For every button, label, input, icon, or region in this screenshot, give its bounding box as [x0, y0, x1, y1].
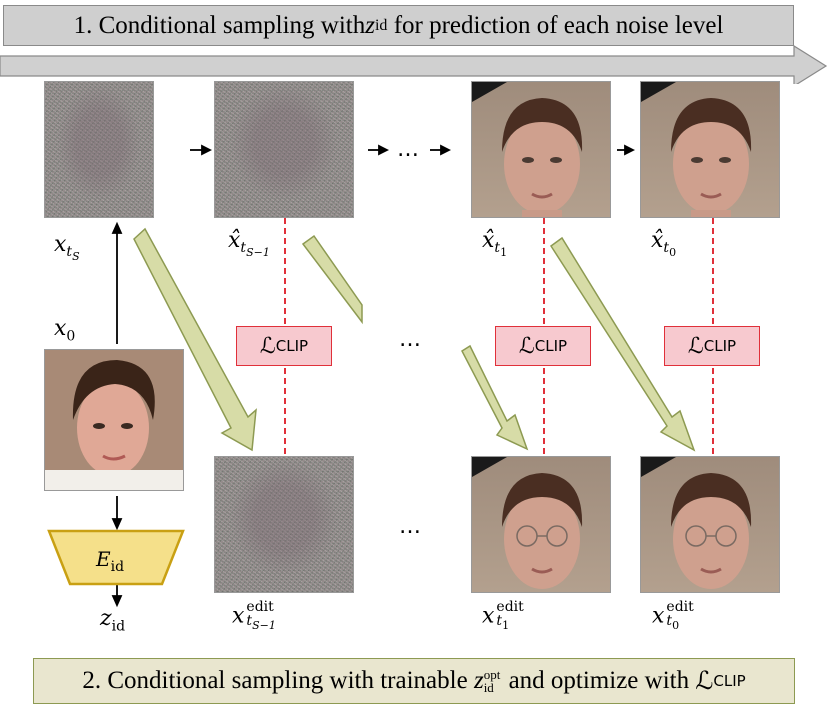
label-xedit-t0-sub: t — [666, 613, 673, 629]
image-noisy-xhat-tS1 — [214, 81, 354, 218]
label-xedit-t0: x edit t0 — [652, 600, 694, 633]
ellipsis-row2: … — [399, 327, 421, 352]
diag-arrow-2 — [301, 234, 363, 325]
label-xhat-t0-subsub: 0 — [669, 246, 677, 260]
label-x-tS-sub: t — [66, 244, 73, 261]
label-x0: x0 — [54, 316, 75, 344]
clip-loss-2-base: ℒ — [518, 333, 535, 359]
banner-bottom: 2. Conditional sampling with trainable z… — [33, 658, 795, 704]
label-xedit-t1: x edit t1 — [482, 600, 524, 633]
label-xedit-t0-base: x — [652, 603, 665, 629]
clip-loss-1-sub: CLIP — [275, 337, 309, 355]
encoder-shape — [47, 529, 185, 586]
face-xhat-t1-drawing — [472, 82, 583, 217]
banner-top-var: z — [365, 11, 375, 39]
progress-arrow — [0, 44, 828, 84]
face-xedit-t1-drawing — [472, 457, 583, 589]
encoder-label-base: E — [96, 547, 111, 571]
image-face-xedit-t0 — [640, 456, 780, 593]
banner-top-post: for prediction of each noise level — [387, 11, 724, 39]
diag-arrow-4 — [549, 236, 696, 452]
label-xedit-t1-base: x — [482, 603, 495, 629]
banner-bottom-loss-sub: CLIP — [713, 672, 746, 690]
label-xhat-tS1: x̂tS−1 — [228, 228, 270, 259]
banner-bottom-loss: ℒ — [695, 668, 714, 695]
label-xhat-t0: x̂t0 — [651, 228, 676, 259]
banner-bottom-var-sup: opt — [483, 667, 501, 682]
label-z-id: zid — [100, 606, 125, 634]
image-noisy-xtS — [44, 81, 154, 218]
label-xedit-t1-subsub: 1 — [502, 618, 510, 632]
image-face-xhat-t0 — [640, 81, 780, 218]
label-xedit-tS1: x edit tS−1 — [232, 600, 276, 633]
image-face-xedit-t1 — [471, 456, 611, 593]
label-x-tS: xtS — [54, 232, 80, 263]
encoder-label: Eid — [96, 547, 124, 575]
label-x0-base: x — [54, 316, 67, 341]
label-x-tS-subsub: S — [72, 250, 80, 264]
banner-bottom-pre: 2. Conditional sampling with trainable — [82, 667, 474, 694]
label-xhat-tS1-sub: t — [240, 240, 247, 257]
label-xedit-tS1-subsub: S−1 — [252, 618, 276, 632]
label-xhat-t1-sub: t — [494, 240, 501, 257]
label-x-tS-base: x — [54, 232, 67, 257]
label-xedit-t0-sup: edit — [666, 599, 694, 615]
label-xhat-t0-sub: t — [663, 240, 670, 257]
clip-loss-2-sub: CLIP — [534, 337, 568, 355]
face-xhat-t0-drawing — [641, 82, 752, 217]
encoder-label-sub: id — [110, 559, 125, 575]
banner-bottom-mid: and optimize with — [502, 667, 696, 694]
label-xhat-t0-base: x̂ — [651, 228, 664, 253]
banner-bottom-var-sub: id — [483, 680, 494, 695]
label-xedit-tS1-sub: t — [246, 613, 253, 629]
image-input-x0 — [44, 349, 184, 491]
face-x0-drawing — [45, 350, 183, 490]
label-xhat-tS1-base: x̂ — [228, 228, 241, 253]
label-z-id-sub: id — [111, 618, 126, 635]
label-xhat-t1: x̂t1 — [482, 228, 507, 259]
diag-arrow-3 — [461, 344, 529, 451]
label-z-id-base: z — [100, 606, 112, 631]
image-noisy-xedit-tS1 — [214, 456, 354, 593]
ellipsis-row3: … — [399, 514, 421, 539]
face-xedit-t0-drawing — [641, 457, 752, 589]
label-xhat-tS1-subsub: S−1 — [246, 246, 270, 260]
label-xedit-tS1-sup: edit — [246, 599, 274, 615]
label-xhat-t1-base: x̂ — [482, 228, 495, 253]
banner-top-pre: 1. Conditional sampling with — [73, 11, 366, 39]
label-xedit-tS1-base: x — [232, 603, 245, 629]
ellipsis-row1: … — [397, 137, 419, 162]
banner-bottom-var: z — [473, 667, 484, 694]
label-xhat-t1-subsub: 1 — [500, 246, 508, 260]
clip-loss-1-base: ℒ — [259, 333, 276, 359]
banner-top-var-sub: id — [374, 16, 388, 34]
clip-loss-3-sub: CLIP — [703, 337, 737, 355]
label-xedit-t1-sub: t — [496, 613, 503, 629]
image-face-xhat-t1 — [471, 81, 611, 218]
label-xedit-t0-subsub: 0 — [672, 618, 680, 632]
diag-arrow-1 — [133, 227, 257, 452]
label-xedit-t1-sup: edit — [496, 599, 524, 615]
label-x0-sub: 0 — [66, 328, 76, 345]
clip-loss-3-base: ℒ — [687, 333, 704, 359]
